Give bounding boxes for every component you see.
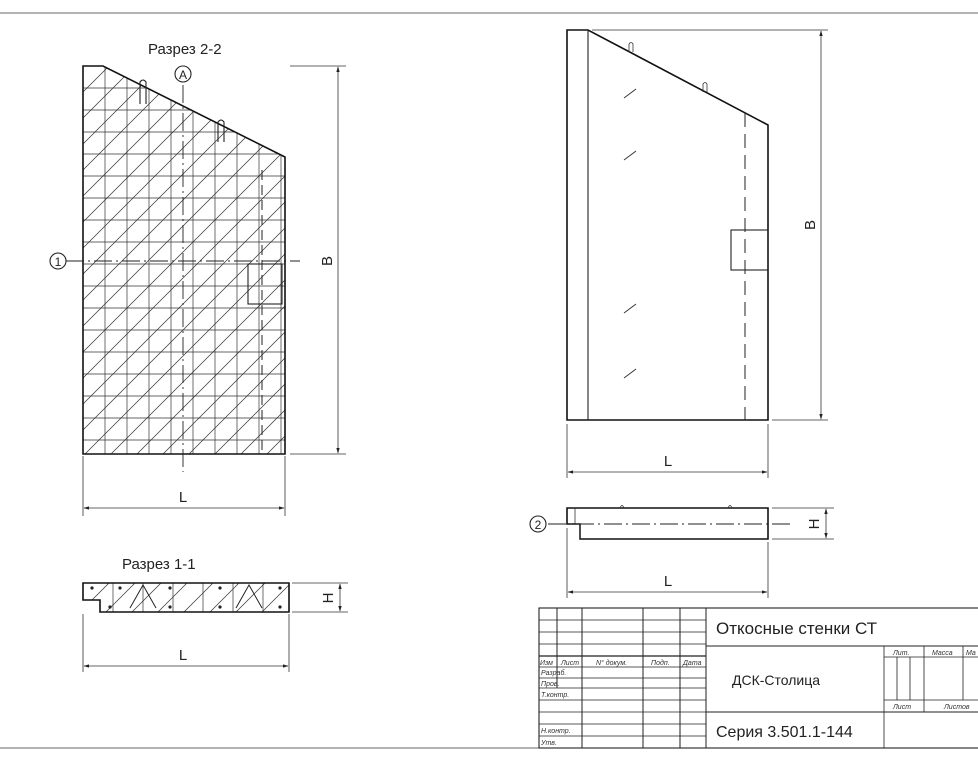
scale-header: Ма [966,650,976,657]
hatch-line [83,66,214,454]
hatch-line [83,66,240,454]
role-approved: Утв. [540,740,557,747]
dim-label-h: H [806,519,823,530]
column-header-izm: Изм [540,660,553,667]
axis-label-2: 2 [535,518,542,532]
column-header-doc: N° докум. [596,659,627,667]
hatch-line [83,66,285,454]
axis-bubble-1 [49,252,67,270]
hatch-line [83,66,285,454]
hatch-line [287,583,289,612]
hatch-line [183,583,214,612]
hatch-line [83,66,285,454]
front-view-outline [566,29,769,421]
section-2-2-title: Разрез 2-2 [148,41,222,58]
hatch-line [235,583,266,612]
hatch-line [214,66,285,454]
hatch-line [110,66,285,454]
hatch-line [83,66,285,454]
column-header-sign: Подп. [651,659,670,667]
role-checker: Пров. [541,681,560,688]
hatch-line [83,583,110,612]
hatch-line [136,66,285,454]
column-header-list: Лист [560,660,579,667]
dim-label-b: B [319,256,336,266]
hatch-line [83,66,266,454]
hatch-line [83,583,84,612]
dim-label-l: L [664,453,672,470]
hatch-line [157,583,188,612]
embedded-part [730,229,769,271]
role-developer: Разраб. [541,669,566,677]
section-2-2-outline [82,65,286,455]
role-norm-control: Н.контр. [541,728,571,735]
section-1-1-title: Разрез 1-1 [122,556,196,573]
mass-header: Масса [932,650,953,657]
role-tech-control: Т.контр. [541,692,569,699]
sheets-header: Листов [943,704,970,711]
sheet-header: Лист [892,704,911,711]
hatch-line [162,66,285,454]
dim-label-l: L [664,573,672,590]
section-1-1: Разрез 1-1 L H [82,556,348,672]
dim-label-l: L [179,489,187,506]
organization-name: ДСК-Столица [732,672,820,688]
column-header-date: Дата [682,660,702,667]
drawing-title: Откосные стенки СТ [716,619,877,638]
hatch-line [209,583,240,612]
axis-bubble-a [174,65,192,83]
lifting-loop [139,79,147,104]
plan-view-outline [566,507,769,540]
hatch-line [84,66,285,454]
embedded-part [247,263,283,305]
dim-label-l: L [179,647,187,664]
hatch-line [83,66,162,454]
hatch-line [131,583,162,612]
series-number: Серия 3.501.1-144 [716,724,853,741]
front-view: L B [566,29,828,478]
section-2-2: Разрез 2-2 A 1 L B [49,41,346,516]
axis-label-a: A [179,68,187,82]
hatch-line [188,66,285,454]
dim-label-b: B [802,220,819,230]
stage-header: Лит. [892,650,909,657]
dim-label-h: H [320,593,337,604]
hatch-line [83,66,188,454]
plan-view: 2 L H [529,505,834,598]
section-1-1-outline [82,582,290,613]
axis-bubble-2 [529,515,547,533]
hatch-line [83,66,285,454]
lifting-loop [217,119,225,142]
hatch-line [240,66,285,454]
title-block: Откосные стенки СТ ДСК-Столица Серия 3.5… [538,607,978,749]
axis-label-1: 1 [55,255,62,269]
hatch-line [261,583,289,612]
hatch-line [83,66,84,454]
